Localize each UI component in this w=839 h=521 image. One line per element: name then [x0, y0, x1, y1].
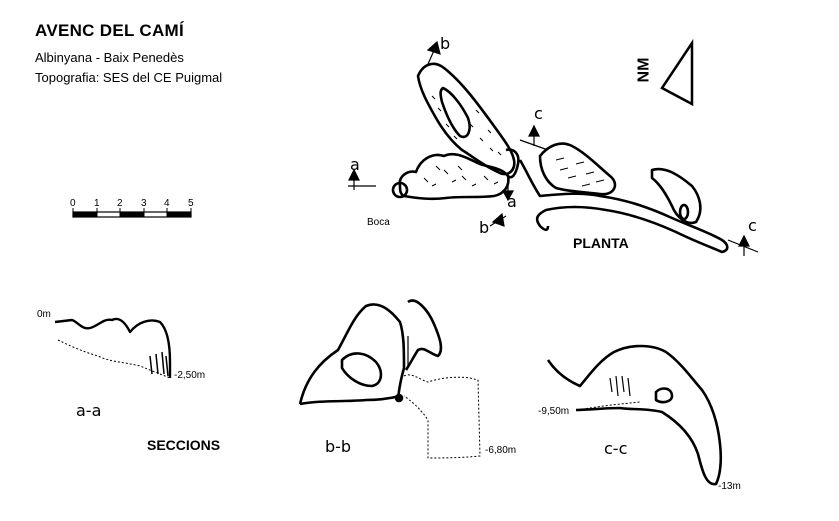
- section-bb: [298, 299, 481, 459]
- plan-title: PLANTA: [573, 235, 629, 251]
- section-mark-b-bottom: b: [479, 218, 490, 237]
- plan-section-lines: [348, 40, 759, 256]
- plan-entrance-shaft: [391, 181, 409, 199]
- section-mark-c-top: c: [534, 104, 543, 123]
- scale-tick-2: 2: [117, 198, 123, 209]
- section-mark-a-right: a: [507, 192, 517, 211]
- cc-depth-bottom: -13m: [718, 481, 741, 492]
- bb-label: b-b: [325, 437, 352, 456]
- section-mark-b-top: b: [440, 34, 451, 53]
- plan-c-chamber: [538, 142, 617, 196]
- north-label: NM: [635, 57, 653, 83]
- scale-tick-3: 3: [141, 198, 147, 209]
- credits-text: Topografia: SES del CE Puigmal: [35, 70, 223, 85]
- scale-tick-4: 4: [164, 198, 170, 209]
- scale-tick-1: 1: [94, 198, 100, 209]
- plan-view: [391, 62, 729, 254]
- plan-upper-gallery: [416, 62, 516, 176]
- plan-east-passage: [518, 159, 729, 254]
- scale-bar: [72, 208, 192, 218]
- location-text: Albinyana - Baix Penedès: [35, 50, 184, 65]
- scale-tick-0: 0: [70, 198, 76, 209]
- plan-entrance-chamber: [398, 152, 510, 201]
- plan-hatching: [423, 95, 605, 187]
- section-cc: [546, 344, 723, 486]
- cc-label: c-c: [604, 439, 628, 458]
- cave-title: AVENC DEL CAMÍ: [35, 21, 185, 40]
- scale-tick-5: 5: [188, 198, 194, 209]
- sections-title: SECCIONS: [147, 437, 221, 453]
- aa-label: a-a: [76, 401, 102, 420]
- plan-far-chamber: [650, 167, 702, 225]
- entrance-label: Boca: [367, 217, 390, 228]
- section-mark-c-bottom: c: [748, 216, 757, 235]
- cc-depth-mid: -9,50m: [538, 406, 570, 417]
- bb-depth-bottom: -6,80m: [485, 445, 517, 456]
- plan-pillar: [439, 86, 471, 139]
- section-mark-a-left: a: [350, 155, 360, 174]
- north-arrow-icon: [660, 38, 694, 107]
- section-aa: [54, 317, 172, 379]
- aa-depth-bottom: -2,50m: [174, 370, 206, 381]
- aa-depth-top: 0m: [37, 309, 51, 320]
